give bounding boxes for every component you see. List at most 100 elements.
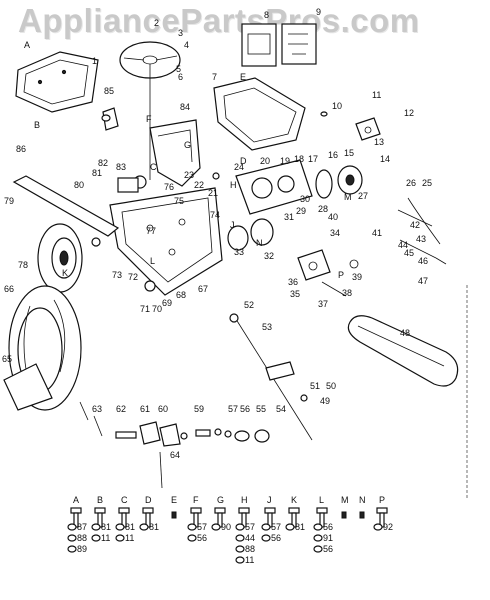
side-letter-a: A (24, 40, 30, 50)
callout-34: 34 (330, 228, 340, 238)
callout-57: 57 (228, 404, 238, 414)
washer-icon (115, 523, 125, 531)
legend-letter-l: L (319, 495, 324, 505)
callout-73: 73 (112, 270, 122, 280)
callout-78: 78 (18, 260, 28, 270)
legend-ref-d-81: 81 (149, 522, 159, 532)
watermark: AppliancePartsPros.com (18, 2, 420, 39)
callout-41: 41 (372, 228, 382, 238)
callout-46: 46 (418, 256, 428, 266)
callout-52: 52 (244, 300, 254, 310)
legend-ref-a-89: 89 (77, 544, 87, 554)
callout-21: 21 (208, 188, 218, 198)
bolt-e (171, 511, 177, 519)
callout-28: 28 (318, 204, 328, 214)
legend-letter-m: M (341, 495, 349, 505)
callout-80: 80 (74, 180, 84, 190)
steering-shroud-drawing (102, 107, 201, 187)
control-rods-drawing (397, 197, 447, 265)
side-letter-d: D (240, 156, 247, 166)
callout-55: 55 (256, 404, 266, 414)
washer-icon (235, 534, 245, 542)
legend-ref-h-57: 57 (245, 522, 255, 532)
front-wheel-hub-drawing (37, 223, 83, 293)
legend-ref-b-81: 81 (101, 522, 111, 532)
callout-59: 59 (194, 404, 204, 414)
callout-1: 1 (92, 56, 97, 66)
side-letter-g: G (184, 140, 191, 150)
legend-letter-e: E (171, 495, 177, 505)
callout-3: 3 (178, 28, 183, 38)
bolt-d (142, 507, 154, 528)
legend-ref-c-11: 11 (125, 533, 134, 543)
callout-9: 9 (316, 7, 321, 17)
legend-letter-f: F (193, 495, 199, 505)
legend-ref-b-11: 11 (101, 533, 110, 543)
callout-62: 62 (116, 404, 126, 414)
callout-53: 53 (262, 322, 272, 332)
callout-22: 22 (194, 180, 204, 190)
callout-11: 11 (372, 90, 381, 100)
washer-icon (373, 523, 383, 531)
bolt-m (341, 511, 347, 519)
callout-81: 81 (92, 168, 102, 178)
legend-letter-b: B (97, 495, 103, 505)
callout-43: 43 (416, 234, 426, 244)
legend-letter-j: J (267, 495, 272, 505)
callout-4: 4 (184, 40, 189, 50)
callout-6: 6 (178, 72, 183, 82)
callout-25: 25 (422, 178, 432, 188)
callout-19: 19 (280, 156, 290, 166)
callout-7: 7 (212, 72, 217, 82)
callout-29: 29 (296, 206, 306, 216)
callout-74: 74 (210, 210, 220, 220)
legend-ref-j-56: 56 (271, 533, 281, 543)
callout-5: 5 (176, 64, 181, 74)
washer-icon (187, 523, 197, 531)
washer-icon (235, 556, 245, 564)
callout-49: 49 (320, 396, 330, 406)
legend-ref-l-91: 91 (323, 533, 333, 543)
callout-39: 39 (352, 272, 362, 282)
callout-70: 70 (152, 304, 162, 314)
washer-icon (235, 545, 245, 553)
washer-icon (261, 534, 271, 542)
callout-67: 67 (198, 284, 208, 294)
callout-47: 47 (418, 276, 428, 286)
washer-icon (91, 523, 101, 531)
callout-27: 27 (358, 191, 368, 201)
side-letter-c: C (150, 162, 157, 172)
callout-56: 56 (240, 404, 250, 414)
legend-letter-n: N (359, 495, 366, 505)
callout-32: 32 (264, 251, 274, 261)
legend-ref-g-90: 90 (221, 522, 231, 532)
legend-ref-j-57: 57 (271, 522, 281, 532)
drive-belt-drawing (347, 315, 459, 387)
legend-ref-a-88: 88 (77, 533, 87, 543)
callout-79: 79 (4, 196, 14, 206)
side-letter-m: M (344, 192, 352, 202)
callout-82: 82 (98, 158, 108, 168)
callout-14: 14 (380, 154, 390, 164)
callout-48: 48 (400, 328, 410, 338)
washer-icon (313, 534, 323, 542)
steering-shaft-drawing (229, 313, 313, 441)
legend-letter-k: K (291, 495, 297, 505)
misc-hardware-drawing (91, 111, 328, 292)
callout-75: 75 (174, 196, 184, 206)
legend-ref-a-87: 87 (77, 522, 87, 532)
transmission-drawing (227, 159, 363, 251)
legend-ref-h-11: 11 (245, 555, 254, 565)
legend-letter-d: D (145, 495, 152, 505)
callout-13: 13 (374, 137, 384, 147)
callout-31: 31 (284, 212, 294, 222)
dash-panel-drawing (213, 77, 306, 151)
washer-icon (313, 523, 323, 531)
callout-64: 64 (170, 450, 180, 460)
washer-icon (67, 545, 77, 553)
